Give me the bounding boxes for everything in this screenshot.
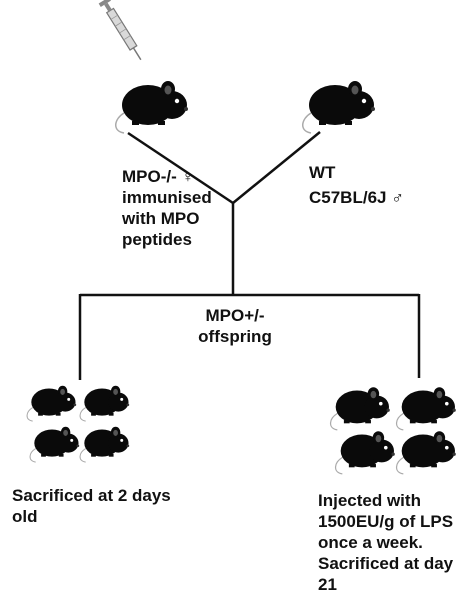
offspring-label-line-1: MPO+/- [205, 306, 265, 325]
syringe-icon [98, 0, 142, 61]
right-mouse-1-icon [329, 386, 391, 431]
offspring-label: MPO+/- offspring [190, 305, 280, 347]
right-group-label: Injected with 1500EU/g of LPS once a wee… [318, 490, 453, 595]
left-mouse-4-icon [79, 426, 130, 463]
father-mouse-icon [301, 80, 376, 134]
offspring-label-line-2: offspring [198, 327, 272, 346]
left-group-label-line-1: Sacrificed at 2 days [12, 486, 171, 505]
right-group-label-line-5: 21 [318, 575, 337, 594]
left-mouse-3-icon [29, 426, 80, 463]
mother-line [127, 131, 234, 205]
right-mouse-4-icon [395, 430, 457, 475]
father-label: WT C57BL/6J ♂ [309, 160, 404, 210]
mother-label-line-3: with MPO [122, 209, 200, 228]
right-group-label-line-3: once a week. [318, 533, 423, 552]
mother-label-line-4: peptides [122, 230, 192, 249]
father-line [232, 131, 321, 204]
right-mouse-3-icon [334, 430, 396, 475]
left-mouse-2-icon [79, 385, 130, 422]
right-mouse-2-icon [395, 386, 457, 431]
right-group-label-line-2: 1500EU/g of LPS [318, 512, 454, 531]
mother-label-line-2: immunised [122, 188, 212, 207]
father-label-line-2: C57BL/6J ♂ [309, 188, 404, 207]
mother-mouse-icon [114, 80, 189, 134]
left-group-label-line-2: old [12, 507, 38, 526]
left-mouse-1-icon [26, 385, 77, 422]
right-group-label-line-4: Sacrificed at day [318, 554, 454, 573]
right-group-label-line-1: Injected with [318, 491, 421, 510]
left-group-label: Sacrificed at 2 days old [12, 485, 171, 527]
father-label-line-1: WT [309, 163, 336, 182]
mother-label-line-1: MPO-/- ♀ [122, 167, 195, 186]
mother-label: MPO-/- ♀ immunised with MPO peptides [122, 166, 212, 250]
